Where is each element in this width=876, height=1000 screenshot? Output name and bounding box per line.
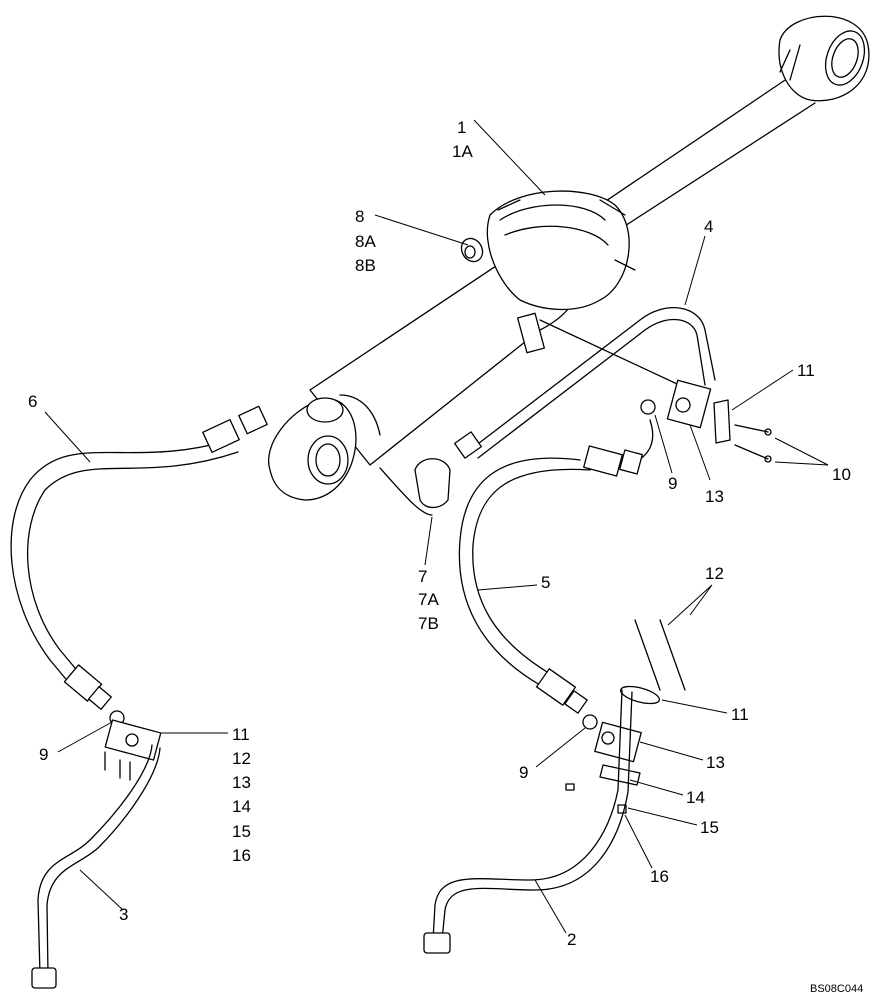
tube-2 [423,689,633,954]
callout-13-lower: 13 [706,753,725,772]
drawing-reference: BS08C044 [810,983,863,995]
callout-5: 5 [541,573,550,592]
fitting-7-elbow [379,458,451,516]
clamp-lower-right [565,619,686,814]
callout-group-line-4: 14 [232,797,251,816]
clamp-lower-left [104,710,162,781]
callout-7: 7 7A 7B [418,567,439,633]
cylinder-rod [559,15,870,243]
callout-1: 1 1A [452,118,473,161]
callout-8-line-1: 8 [355,207,364,226]
callout-group-line-2: 12 [232,749,251,768]
callout-7-line-3: 7B [418,614,439,633]
block-13-upper [666,379,772,463]
callout-6: 6 [28,392,37,411]
callout-8-line-2: 8A [355,232,376,251]
tube-3 [31,744,161,989]
callout-10: 10 [832,465,851,484]
callout-16: 16 [650,867,669,886]
callout-12: 12 [705,564,724,583]
callout-3: 3 [119,905,128,924]
callout-9-upper: 9 [668,474,677,493]
callout-group-line-6: 16 [232,846,251,865]
callout-14: 14 [686,788,705,807]
callout-group-line-1: 11 [232,725,250,744]
callout-11-lower: 11 [731,705,749,724]
callout-group-left: 11 12 13 14 15 16 [232,725,251,865]
callout-group-line-3: 13 [232,773,251,792]
callout-group-line-5: 15 [232,822,251,841]
callout-8: 8 8A 8B [355,207,376,275]
callout-9-lower-left: 9 [39,745,48,764]
fitting-8 [460,237,484,263]
leader-lines [44,119,829,934]
callout-1-line-1: 1 [457,118,466,137]
callout-4: 4 [704,217,713,236]
callout-2: 2 [567,930,576,949]
callout-1-line-2: 1A [452,142,473,161]
callout-8-line-3: 8B [355,256,376,275]
callout-11-upper: 11 [797,361,815,380]
callout-7-line-1: 7 [418,567,427,586]
tube-4 [453,307,716,459]
callout-13-upper: 13 [705,487,724,506]
cylinder-base-eye [268,394,381,501]
callout-7-line-2: 7A [418,590,439,609]
hose-5 [458,445,643,714]
callout-9-lower-right: 9 [519,763,528,782]
callout-15: 15 [700,818,719,837]
hose-6 [10,405,268,710]
